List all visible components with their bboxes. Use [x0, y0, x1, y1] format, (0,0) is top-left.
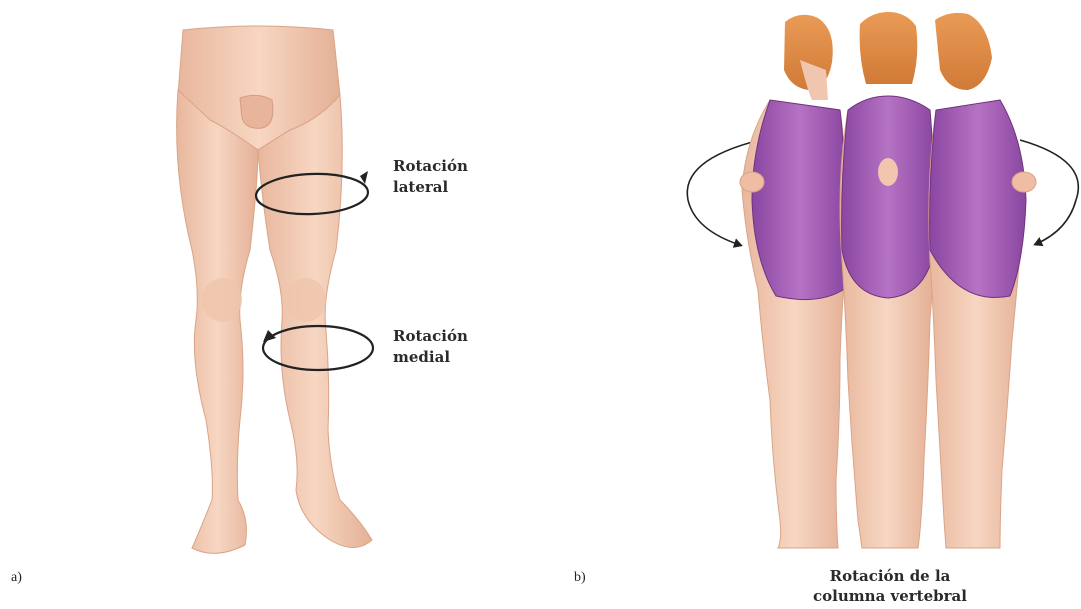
legs-figure	[177, 26, 373, 553]
left-knee	[202, 278, 242, 322]
groin	[240, 95, 273, 128]
medial-label-line1: Rotación	[393, 326, 468, 347]
medial-arrowhead	[263, 330, 276, 342]
medial-label-line2: medial	[393, 347, 468, 368]
caption-line2: columna vertebral	[770, 586, 1010, 606]
panel-a-letter: a)	[11, 570, 22, 586]
lateral-rotation-label: Rotación lateral	[393, 156, 468, 198]
medial-rotation-label: Rotación medial	[393, 326, 468, 368]
figure-left	[740, 15, 847, 548]
figure-middle	[840, 12, 935, 548]
spine-rotation-figures	[687, 12, 1078, 548]
right-rotation-arrow	[1020, 140, 1078, 244]
panel-b-letter: b)	[574, 570, 586, 586]
right-leg	[258, 95, 372, 548]
lateral-label-line1: Rotación	[393, 156, 468, 177]
lateral-label-line2: lateral	[393, 177, 468, 198]
figure-right	[929, 13, 1036, 548]
caption-line1: Rotación de la	[770, 566, 1010, 586]
right-knee	[286, 278, 326, 322]
spine-rotation-caption: Rotación de la columna vertebral	[770, 566, 1010, 606]
left-leg	[177, 90, 258, 553]
